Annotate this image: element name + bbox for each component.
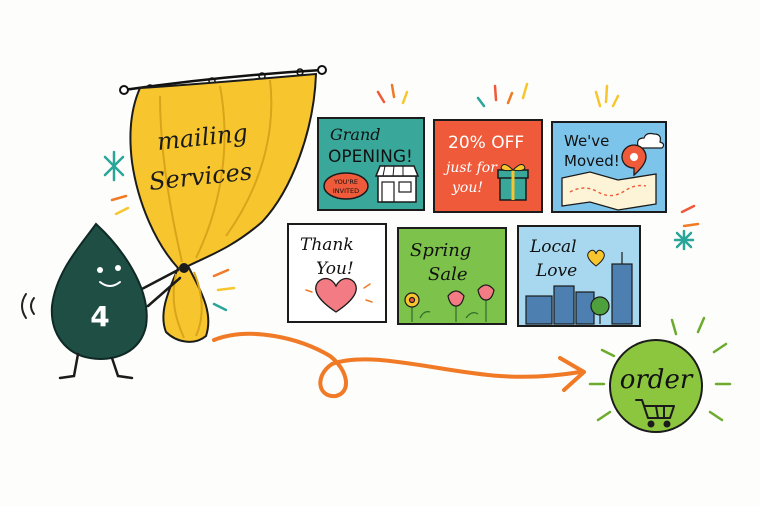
card-spring-sale: Spring Sale	[397, 227, 507, 325]
weve-moved-line2: Moved!	[564, 152, 620, 170]
yellow-curtain: mailing Services	[129, 72, 318, 343]
map-icon	[561, 171, 657, 211]
card-twenty-off: 20% OFF just for you!	[433, 119, 543, 213]
twenty-off-line2: just for	[443, 160, 498, 176]
grand-opening-line1: Grand	[330, 125, 381, 144]
gift-box-icon	[497, 164, 529, 201]
card-thank-you: Thank You!	[287, 223, 387, 323]
small-heart-icon	[587, 249, 605, 267]
location-pin-icon	[621, 144, 647, 177]
order-button[interactable]: order	[609, 339, 703, 433]
card-weve-moved: We've Moved!	[551, 121, 667, 213]
spring-sale-line1: Spring	[410, 240, 471, 261]
city-skyline-icon	[525, 252, 633, 325]
orange-arrow	[212, 331, 586, 399]
card-local-love: Local Love	[517, 225, 641, 327]
weve-moved-line1: We've	[564, 132, 609, 150]
invite-badge-line1: YOU'RE	[333, 178, 358, 186]
twenty-off-line1: 20% OFF	[448, 133, 524, 153]
card-grand-opening: Grand OPENING! YOU'RE INVITED	[317, 117, 425, 211]
heart-icon	[315, 277, 357, 313]
grand-opening-line2: OPENING!	[328, 147, 413, 167]
decorative-sparkles	[21, 82, 732, 422]
spring-sale-line2: Sale	[428, 264, 467, 285]
flowers-icon	[404, 284, 495, 322]
order-button-label: order	[620, 365, 694, 395]
thank-you-line2: You!	[316, 259, 354, 279]
local-love-line2: Love	[535, 261, 577, 281]
mascot-droplet: 4	[50, 222, 182, 380]
invite-badge-line2: INVITED	[333, 187, 359, 195]
shopping-cart-icon	[635, 399, 675, 428]
local-love-line1: Local	[529, 237, 577, 257]
twenty-off-line3: you!	[451, 180, 483, 196]
thank-you-line1: Thank	[300, 235, 354, 255]
storefront-icon	[374, 165, 420, 203]
mascot-number: 4	[90, 300, 109, 333]
